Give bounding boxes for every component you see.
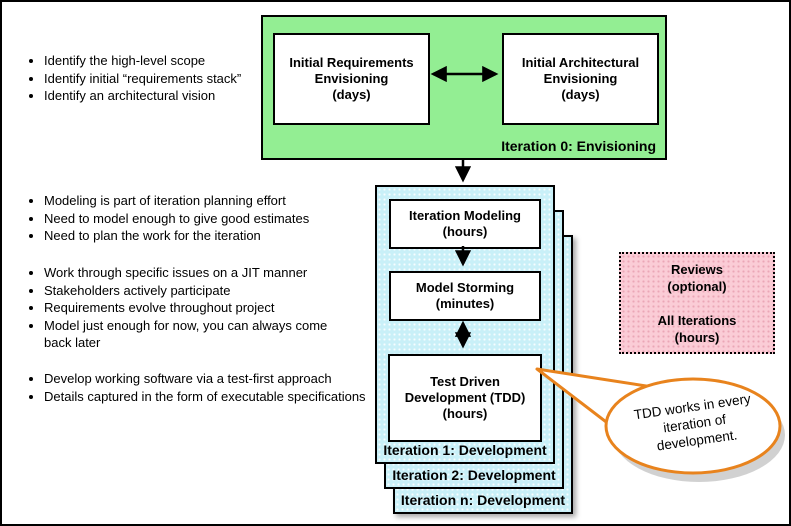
activity-duration: (hours) bbox=[442, 406, 488, 421]
list-item: Identify initial “requirements stack” bbox=[44, 70, 344, 88]
model-storming-box: Model Storming (minutes) bbox=[389, 271, 541, 321]
activity-title: Initial Architectural Envisioning bbox=[521, 55, 640, 86]
activity-duration: (minutes) bbox=[435, 296, 495, 311]
activity-duration: (days) bbox=[332, 87, 371, 102]
list-item: Modeling is part of iteration planning e… bbox=[44, 192, 354, 210]
reviews-subtitle: (optional) bbox=[667, 278, 727, 294]
iteration-2-label: Iteration 2: Development bbox=[392, 467, 556, 483]
list-item: Details captured in the form of executab… bbox=[44, 388, 434, 406]
activity-title: Iteration Modeling bbox=[409, 208, 521, 223]
initial-requirements-envisioning-box: Initial Requirements Envisioning (days) bbox=[273, 33, 430, 125]
test-driven-development-box: Test Driven Development (TDD) (hours) bbox=[388, 354, 542, 442]
iteration-n-label: Iteration n: Development bbox=[400, 492, 566, 508]
callout-text: TDD works in every iteration of developm… bbox=[632, 391, 752, 454]
reviews-scope: All Iterations bbox=[657, 312, 737, 328]
list-item: Work through specific issues on a JIT ma… bbox=[44, 264, 350, 282]
iteration-1-label: Iteration 1: Development bbox=[383, 442, 547, 458]
iteration-1-box: Iteration Modeling (hours) Model Stormin… bbox=[375, 185, 555, 464]
list-item: Stakeholders actively participate bbox=[44, 282, 350, 300]
reviews-duration: (hours) bbox=[674, 329, 720, 345]
activity-duration: (hours) bbox=[442, 224, 488, 239]
envisioning-notes-list: Identify the high-level scope Identify i… bbox=[14, 52, 344, 105]
list-item: Model just enough for now, you can alway… bbox=[44, 317, 350, 352]
list-item: Identify the high-level scope bbox=[44, 52, 344, 70]
iteration-modeling-box: Iteration Modeling (hours) bbox=[389, 199, 541, 249]
iteration-modeling-notes-list: Modeling is part of iteration planning e… bbox=[14, 192, 354, 245]
spacer bbox=[621, 295, 773, 312]
activity-title: Model Storming bbox=[415, 280, 515, 295]
list-item: Need to model enough to give good estima… bbox=[44, 210, 354, 228]
list-item: Requirements evolve throughout project bbox=[44, 299, 350, 317]
list-item: Identify an architectural vision bbox=[44, 87, 344, 105]
activity-title: Test Driven Development (TDD) bbox=[404, 374, 526, 405]
reviews-title: Reviews bbox=[670, 261, 724, 277]
model-storming-notes-list: Work through specific issues on a JIT ma… bbox=[14, 264, 350, 352]
envisioning-phase-box: Initial Requirements Envisioning (days) … bbox=[261, 15, 667, 160]
envisioning-phase-label: Iteration 0: Envisioning bbox=[501, 138, 656, 154]
tdd-notes-list: Develop working software via a test-firs… bbox=[14, 370, 434, 405]
reviews-box: Reviews (optional) All Iterations (hours… bbox=[619, 252, 775, 354]
list-item: Develop working software via a test-firs… bbox=[44, 370, 434, 388]
list-item: Need to plan the work for the iteration bbox=[44, 227, 354, 245]
initial-architectural-envisioning-box: Initial Architectural Envisioning (days) bbox=[502, 33, 659, 125]
activity-title: Initial Requirements Envisioning bbox=[289, 55, 414, 86]
activity-duration: (days) bbox=[561, 87, 600, 102]
